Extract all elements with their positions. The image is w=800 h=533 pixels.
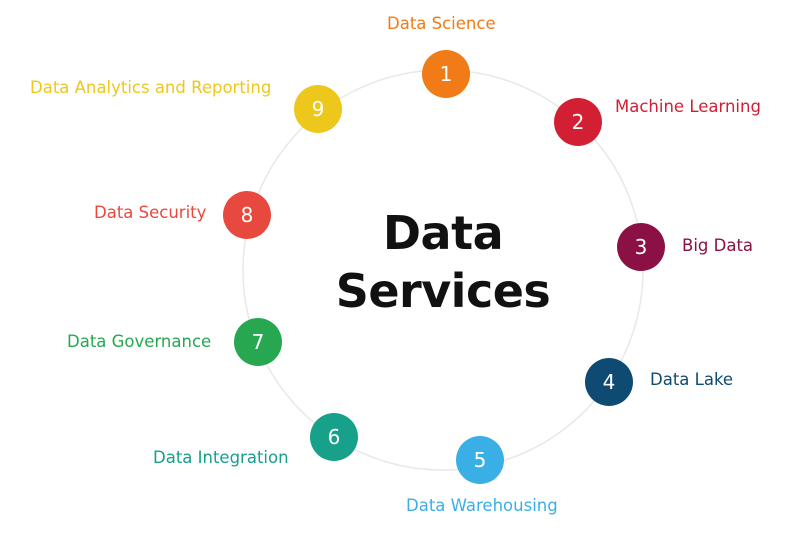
service-node-9[interactable]: 9 [294, 85, 342, 133]
service-node-2[interactable]: 2 [554, 98, 602, 146]
service-node-6[interactable]: 6 [310, 413, 358, 461]
service-label-4: Data Lake [650, 370, 734, 389]
service-node-3[interactable]: 3 [617, 223, 665, 271]
service-label-1: Data Science [387, 14, 496, 33]
service-node-7[interactable]: 7 [234, 318, 282, 366]
service-label-3: Big Data [682, 236, 754, 255]
diagram-title-line-1: Data [382, 206, 504, 260]
service-label-6: Data Integration [153, 448, 289, 467]
service-node-4[interactable]: 4 [585, 358, 633, 406]
service-label-2: Machine Learning [615, 97, 761, 116]
service-label-7: Data Governance [67, 332, 212, 351]
service-label-5: Data Warehousing [406, 496, 558, 515]
service-label-9: Data Analytics and Reporting [30, 78, 272, 97]
service-node-5[interactable]: 5 [456, 436, 504, 484]
service-node-1[interactable]: 1 [422, 50, 470, 98]
service-node-8[interactable]: 8 [223, 191, 271, 239]
diagram-title-line-2: Services [335, 264, 551, 318]
service-label-8: Data Security [94, 203, 207, 222]
